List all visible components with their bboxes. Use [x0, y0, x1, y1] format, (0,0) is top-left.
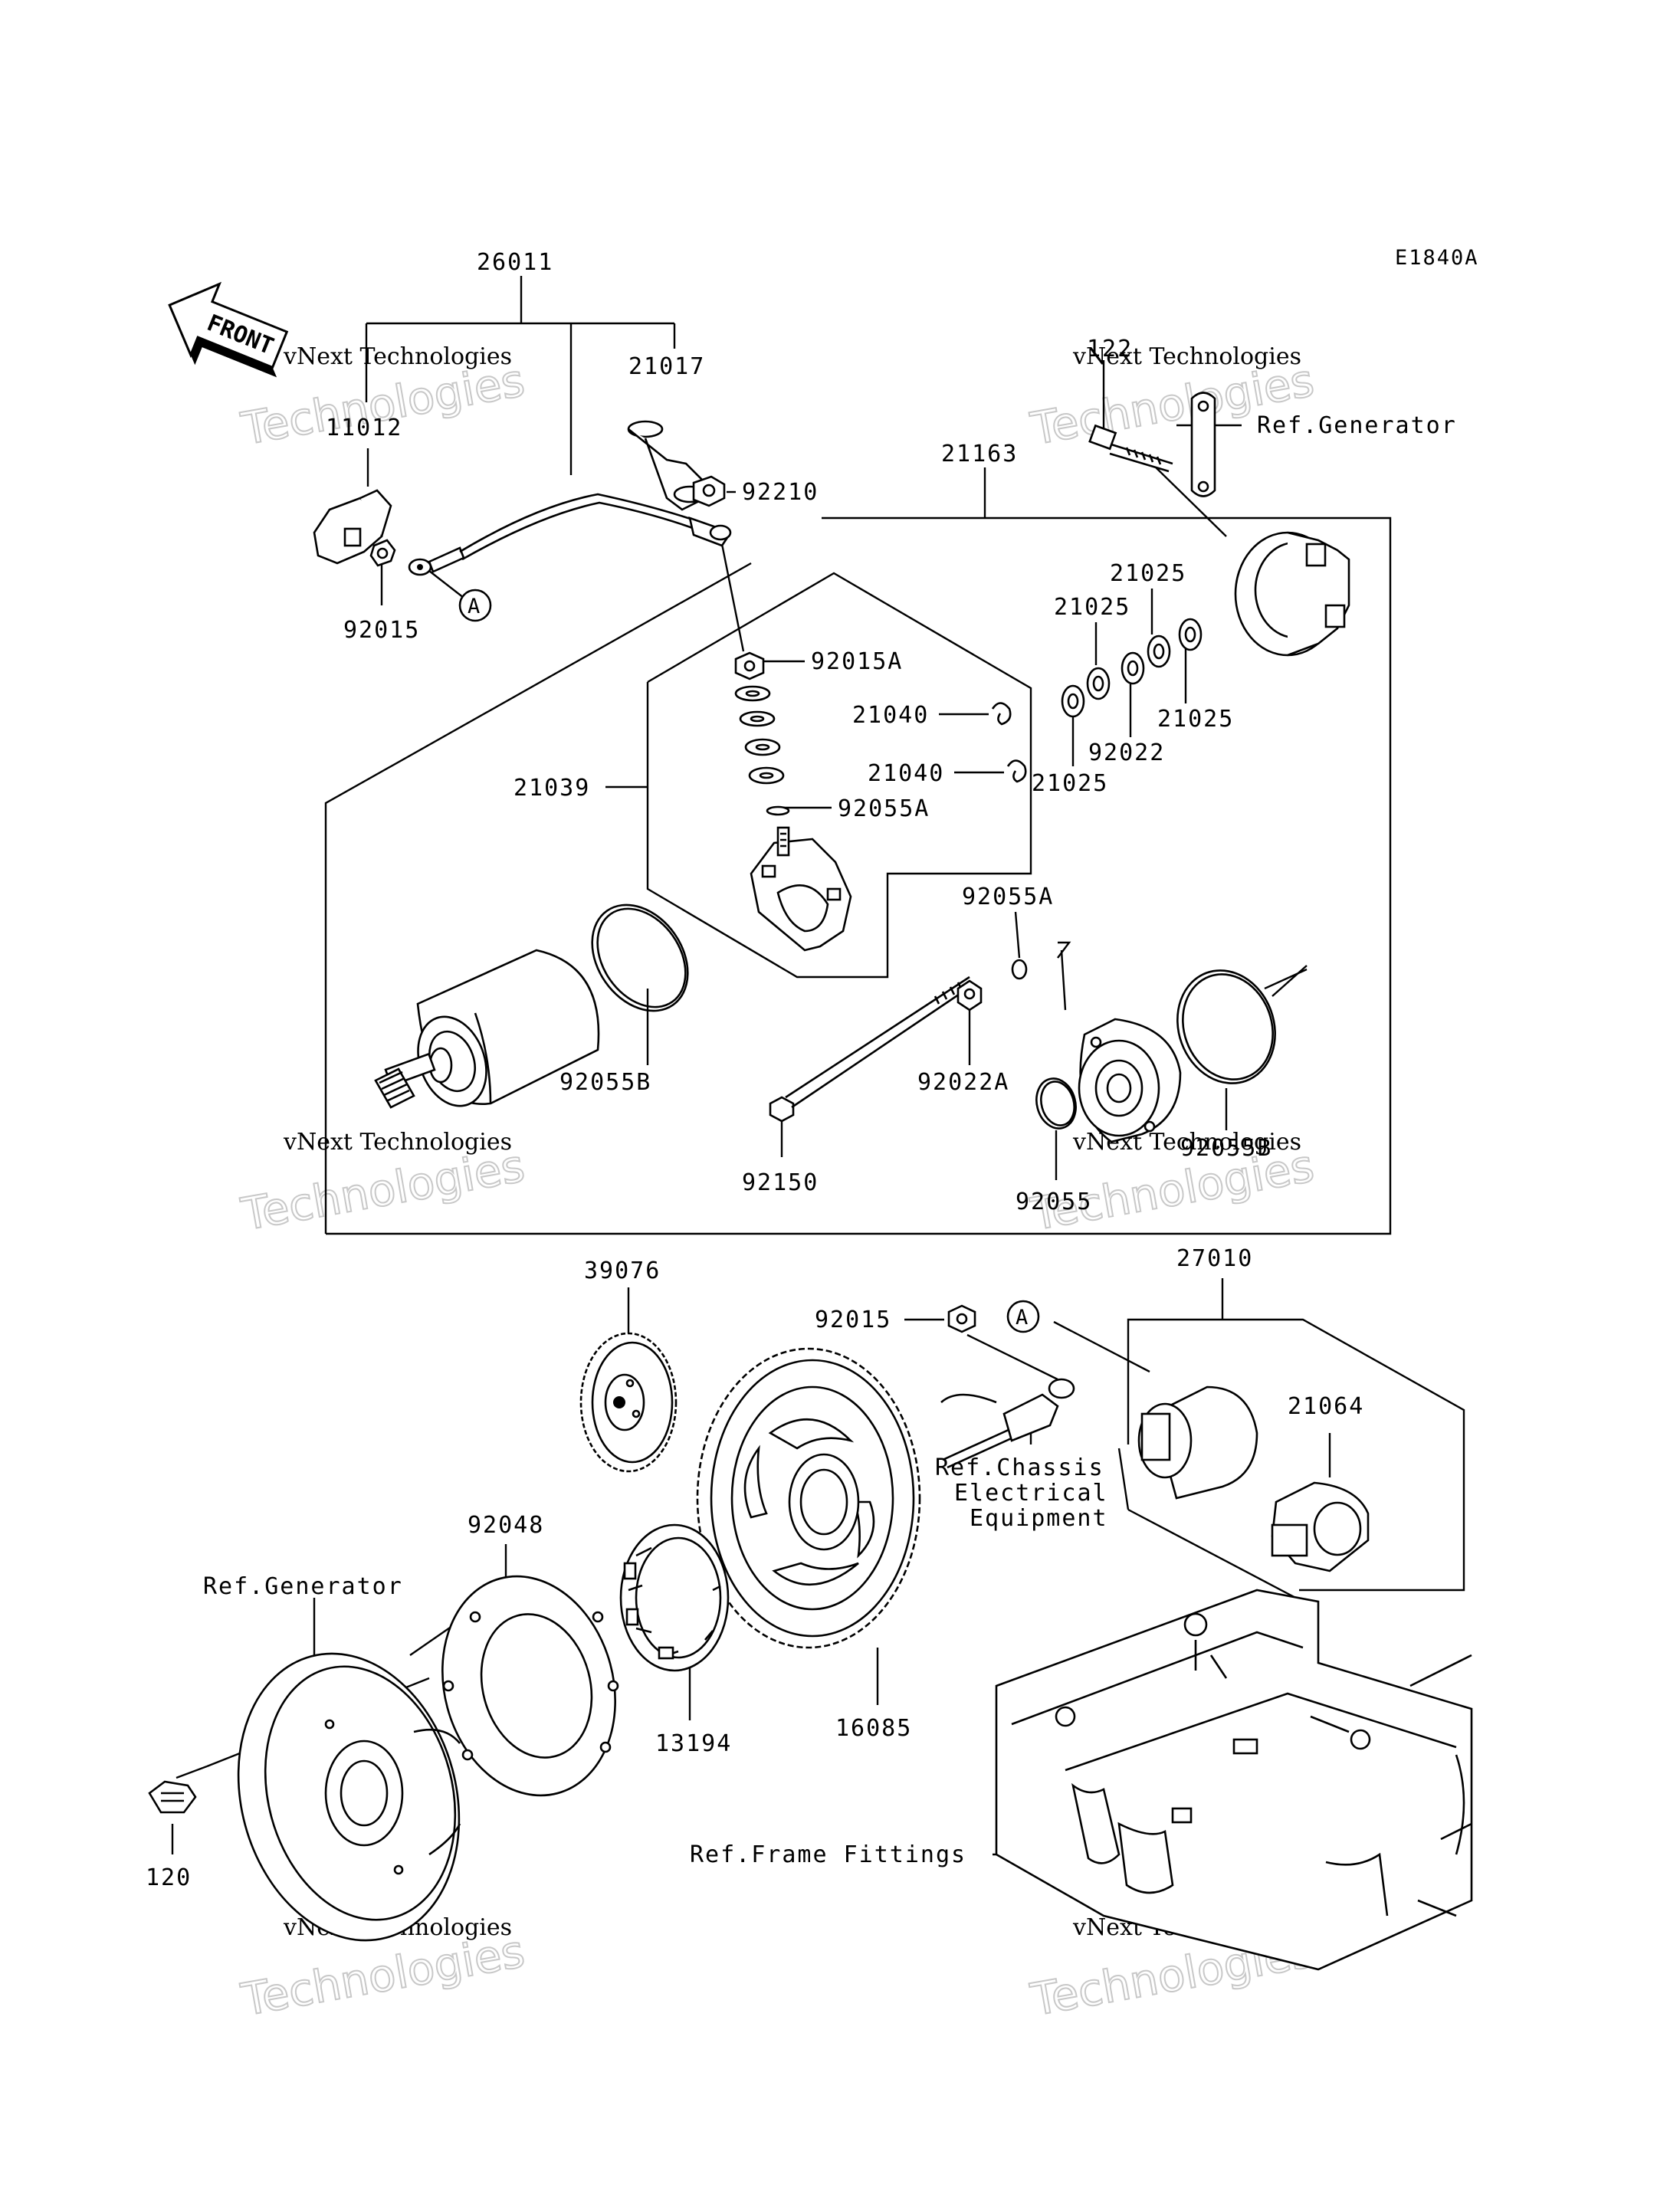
part-label: 120 [146, 1864, 192, 1891]
part-label: 21025 [1032, 770, 1108, 797]
watermark: Technologies vNext Technologies [1026, 1129, 1319, 1241]
part-labels: 26011 21017 11012 92210 92015 21163 122 … [146, 249, 1457, 1891]
o-ring-92055a-icon [1011, 959, 1028, 980]
spring-21040-icon [991, 702, 1027, 783]
bearing-plate-92048-icon [441, 1575, 619, 1797]
washer-icon [1061, 684, 1085, 718]
part-label: 92022 [1088, 739, 1165, 766]
ref-label: Ref.Generator [203, 1573, 403, 1600]
svg-text:vNext Technologies: vNext Technologies [283, 343, 512, 370]
part-label: 21040 [868, 760, 944, 787]
part-label: 21064 [1288, 1393, 1364, 1420]
part-label: 122 [1087, 336, 1133, 362]
washer-icon [1086, 667, 1111, 700]
assembly-outline-27010 [1127, 1318, 1465, 1592]
callout-a-top: A [458, 589, 492, 622]
part-label: 21039 [514, 775, 590, 802]
front-arrow-icon: FRONT [168, 281, 289, 378]
ref-label: Ref.Frame Fittings [690, 1841, 966, 1868]
part-label: 92015 [343, 617, 420, 644]
part-label: 92150 [742, 1169, 819, 1196]
part-label: 92015 [815, 1307, 891, 1333]
callout-a-mid: A [1006, 1300, 1040, 1333]
part-label: 39076 [584, 1258, 661, 1284]
cap-11012-icon [313, 489, 392, 565]
front-cover-icon [1078, 1018, 1182, 1143]
ref-label: Ref.Chassis [935, 1454, 1104, 1481]
nut-92015a-icon [734, 651, 765, 680]
washer-icon [1121, 651, 1145, 685]
part-label: 11012 [326, 415, 402, 441]
svg-text:vNext Technologies: vNext Technologies [283, 1129, 512, 1156]
through-bolt-92150-icon [769, 976, 974, 1123]
washer-stack-icon [734, 685, 790, 816]
part-label: 21017 [628, 353, 705, 380]
o-ring-92055-icon [1035, 1077, 1077, 1130]
part-label: 92055 [1016, 1189, 1092, 1215]
end-cover-icon [1234, 531, 1350, 657]
part-label: 21025 [1054, 594, 1130, 621]
nut-92015-icon [369, 539, 396, 567]
diagram-code: E1840A [1395, 246, 1479, 270]
washer-icon [1178, 618, 1203, 651]
part-label: 13194 [655, 1730, 732, 1757]
part-label: 92022A [917, 1069, 1009, 1096]
starter-relay-27010-icon [1137, 1385, 1258, 1500]
svg-text:A: A [1016, 1306, 1029, 1330]
generator-bracket-icon [1190, 392, 1216, 497]
washer-92022a-icon [956, 979, 983, 1012]
part-label: 92210 [742, 479, 819, 506]
washer-icon [1147, 635, 1171, 668]
ref-label: Equipment [970, 1505, 1108, 1532]
part-label: 92055B [559, 1069, 651, 1096]
part-label: 21025 [1110, 560, 1186, 587]
brush-plate-icon [750, 826, 852, 952]
part-label: 26011 [477, 249, 553, 276]
svg-text:A: A [468, 595, 481, 618]
bolt-120-icon [148, 1780, 197, 1814]
nut-92210-icon [692, 475, 726, 507]
generator-rotor-icon [237, 1652, 461, 1942]
part-label: 21025 [1157, 706, 1234, 733]
part-label: 92055A [962, 884, 1054, 910]
svg-text:vNext Technologies: vNext Technologies [1072, 343, 1301, 370]
part-label: 21040 [852, 702, 929, 729]
part-label: 92015A [811, 648, 903, 675]
assembly-outline-21039 [646, 572, 1032, 979]
frame-fittings-icon [995, 1589, 1473, 1971]
chassis-wire-icon [940, 1378, 1075, 1469]
starter-cable-26011-icon [408, 493, 732, 576]
starter-gear-16085-icon [696, 1347, 921, 1649]
nut-92015-icon [947, 1304, 976, 1333]
part-label: 92055B [1180, 1135, 1272, 1162]
part-label: 92048 [468, 1512, 544, 1539]
part-label: 16085 [835, 1715, 912, 1742]
ref-label: Electrical [954, 1480, 1108, 1507]
starter-motor-icon [374, 949, 600, 1109]
watermark: Technologies vNext Technologies [237, 1129, 530, 1241]
o-ring-92055b-icon [1176, 969, 1276, 1084]
part-label: 27010 [1176, 1245, 1253, 1272]
part-label: 21163 [941, 441, 1018, 467]
idler-gear-39076-icon [579, 1332, 678, 1473]
bolt-122-icon [1088, 424, 1173, 473]
assembly-outline-21163 [324, 516, 1392, 1235]
ref-label: Ref.Generator [1257, 412, 1457, 439]
relay-cover-21064-icon [1271, 1481, 1370, 1572]
o-ring-92055b-icon [591, 903, 689, 1012]
one-way-clutch-13194-icon [619, 1523, 730, 1672]
part-label: 92055A [838, 795, 930, 822]
